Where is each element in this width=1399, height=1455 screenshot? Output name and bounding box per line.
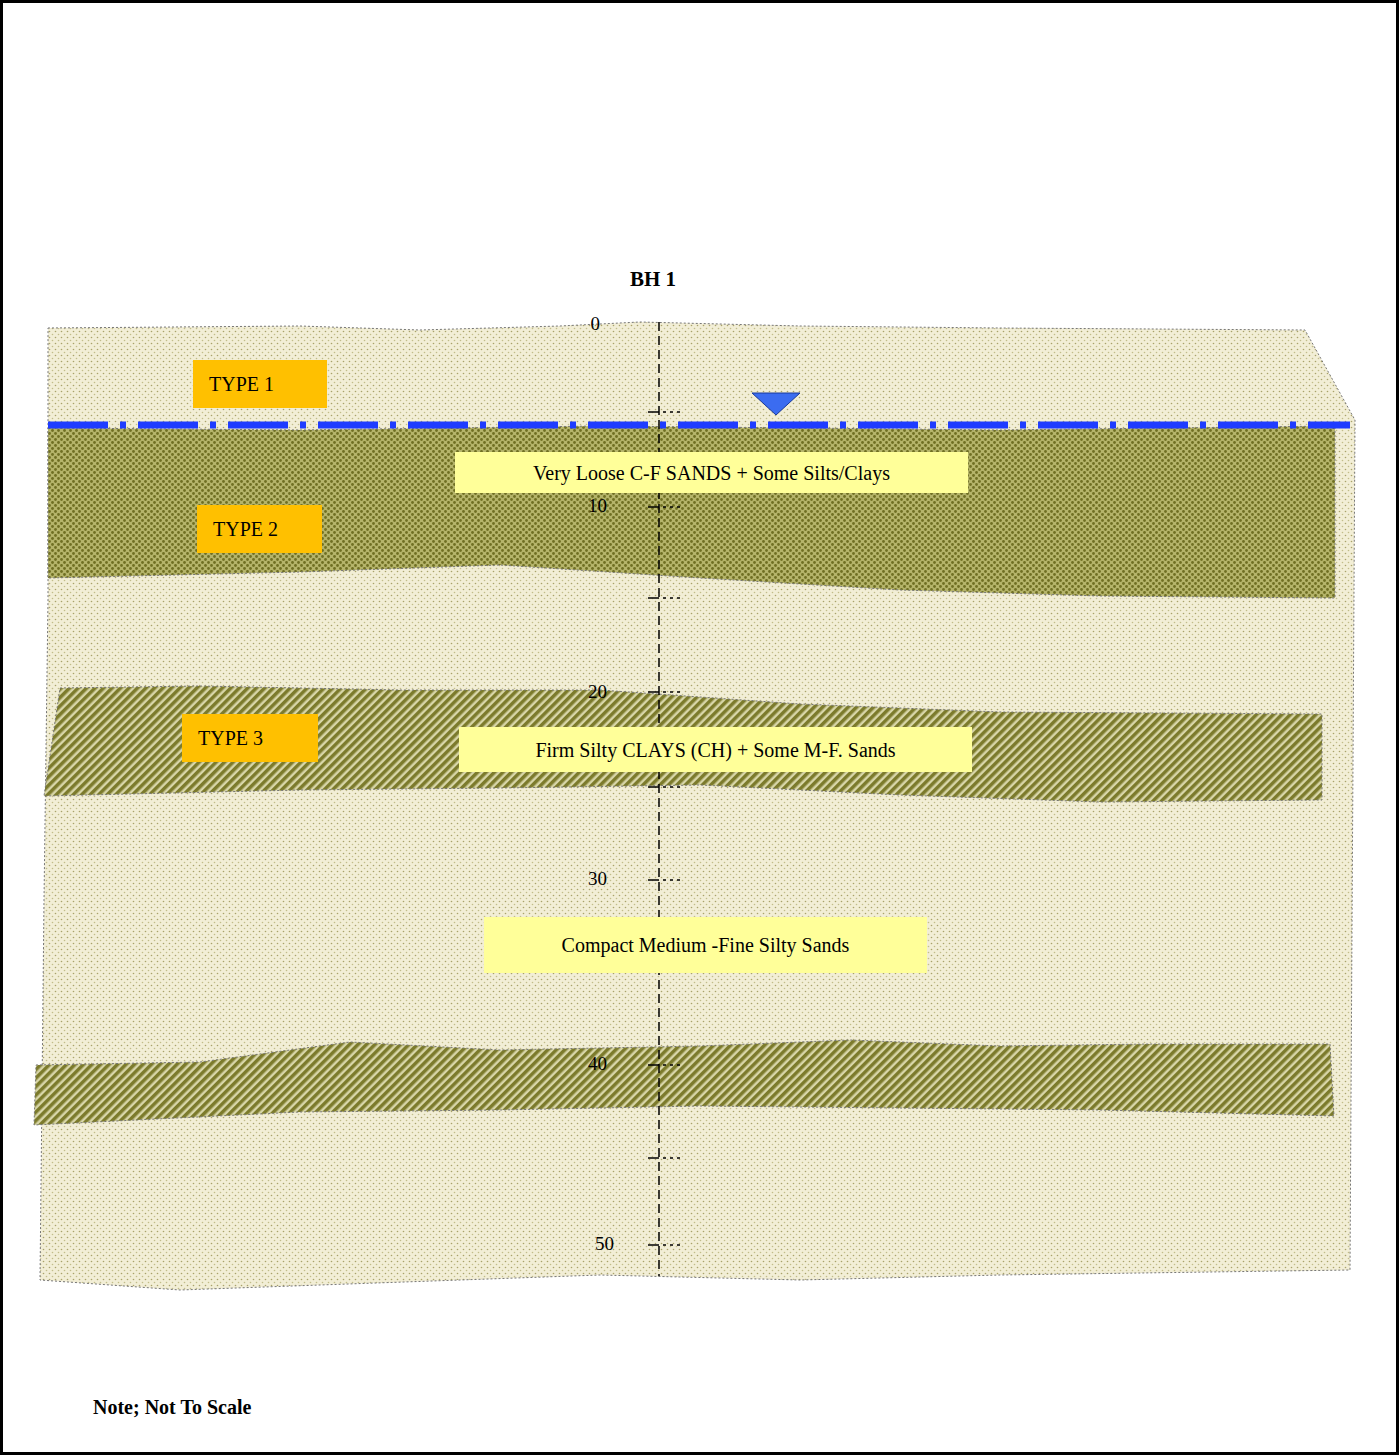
depth-number: 30 <box>588 869 607 890</box>
clay-band <box>34 1040 1334 1125</box>
depth-number: 10 <box>588 496 607 517</box>
note: Note; Not To Scale <box>93 1396 251 1418</box>
description-box: Firm Silty CLAYS (CH) + Some M-F. Sands <box>459 727 972 772</box>
layer-text: TYPE 3 <box>198 727 263 749</box>
layer-text: Very Loose C-F SANDS + Some Silts/Clays <box>533 462 890 484</box>
borehole-label: BH 1 <box>630 268 676 291</box>
depth-number: 50 <box>595 1234 614 1255</box>
type-box: TYPE 2 <box>197 505 322 553</box>
layer-text: TYPE 2 <box>213 518 278 540</box>
depth-number: 40 <box>588 1054 607 1075</box>
depth-number: 20 <box>588 682 607 703</box>
layer-text: TYPE 1 <box>209 373 274 395</box>
clay-band <box>44 686 1322 802</box>
water-table-symbol <box>752 393 800 415</box>
sand-layer <box>40 322 1355 1290</box>
type-box: TYPE 3 <box>182 714 318 762</box>
type-box: TYPE 1 <box>193 360 327 408</box>
depth-number: 0 <box>591 314 601 335</box>
loose-sand-band <box>48 426 1335 598</box>
water-table <box>48 422 1350 429</box>
depth-ticks <box>648 412 680 1245</box>
layer-text: Compact Medium -Fine Silty Sands <box>562 934 850 956</box>
description-box: Very Loose C-F SANDS + Some Silts/Clays <box>455 452 968 493</box>
layer-text: Firm Silty CLAYS (CH) + Some M-F. Sands <box>535 739 895 761</box>
description-box: Compact Medium -Fine Silty Sands <box>484 917 927 973</box>
